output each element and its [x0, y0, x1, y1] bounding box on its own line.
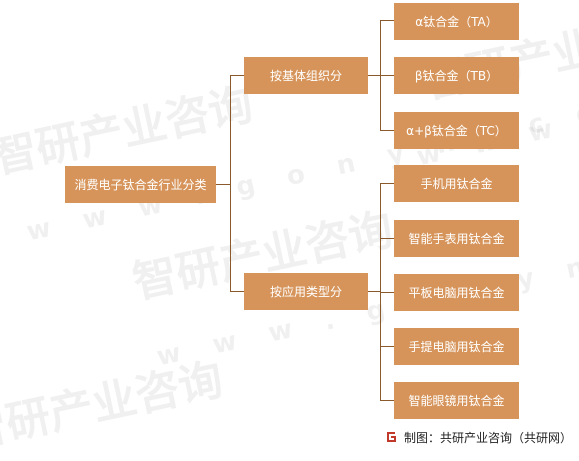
leaf-node: α钛合金（TA）: [394, 3, 519, 40]
brand-logo-icon: [384, 430, 398, 444]
leaf-node: 手提电脑用钛合金: [394, 328, 519, 365]
connector: [216, 184, 230, 185]
connector: [380, 292, 394, 293]
footer-text: 制图：共研产业咨询（共研网）: [404, 430, 573, 445]
connector: [380, 238, 394, 239]
connector: [380, 400, 394, 401]
connector: [380, 20, 394, 21]
connector: [380, 130, 394, 131]
leaf-node: 智能手表用钛合金: [394, 220, 519, 257]
leaf-node: 手机用钛合金: [394, 165, 519, 202]
connector: [230, 291, 244, 292]
connector: [230, 75, 244, 76]
connector: [380, 183, 394, 184]
leaf-node: β钛合金（TB）: [394, 57, 519, 94]
leaf-node: α+β钛合金（TC）: [394, 112, 519, 149]
leaf-node: 平板电脑用钛合金: [394, 274, 519, 311]
leaf-node: 智能眼镜用钛合金: [394, 382, 519, 419]
connector: [368, 75, 380, 76]
source-footer: 制图：共研产业咨询（共研网）: [384, 428, 572, 446]
connector: [230, 75, 231, 291]
watermark-text: 智研产业咨询: [0, 354, 228, 459]
root-node: 消费电子钛合金行业分类: [65, 166, 216, 203]
connector: [368, 291, 380, 292]
group-node-matrix: 按基体组织分: [244, 57, 368, 94]
group-node-application: 按应用类型分: [244, 273, 368, 310]
connector: [380, 75, 394, 76]
connector: [380, 346, 394, 347]
